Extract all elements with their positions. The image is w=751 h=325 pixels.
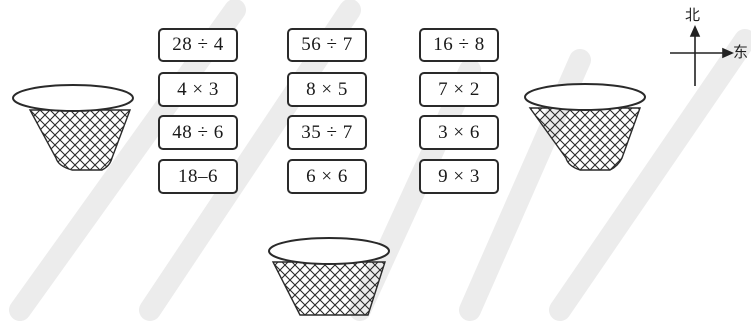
- expression-card[interactable]: 16 ÷ 8: [419, 28, 499, 62]
- expression-card[interactable]: 35 ÷ 7: [287, 115, 367, 150]
- expression-card[interactable]: 28 ÷ 4: [158, 28, 238, 62]
- compass-east-label: 东: [733, 45, 748, 60]
- compass-north-label: 北: [685, 8, 700, 23]
- expression-card[interactable]: 3 × 6: [419, 115, 499, 150]
- expression-card[interactable]: 9 × 3: [419, 159, 499, 194]
- expression-card[interactable]: 7 × 2: [419, 72, 499, 107]
- expression-card[interactable]: 18–6: [158, 159, 238, 194]
- expression-card[interactable]: 8 × 5: [287, 72, 367, 107]
- expression-card[interactable]: 4 × 3: [158, 72, 238, 107]
- expression-card[interactable]: 6 × 6: [287, 159, 367, 194]
- expression-card[interactable]: 48 ÷ 6: [158, 115, 238, 150]
- basket-bottom: [269, 238, 389, 315]
- basket-left: [13, 85, 133, 170]
- expression-card[interactable]: 56 ÷ 7: [287, 28, 367, 62]
